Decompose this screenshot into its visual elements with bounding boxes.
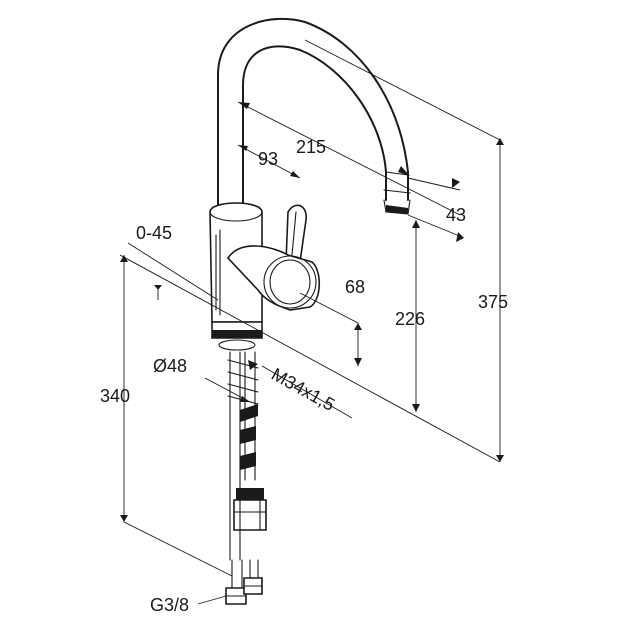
label-lever-offset: 93 xyxy=(258,149,278,169)
spout-inner xyxy=(242,45,387,206)
spout-outer xyxy=(217,17,409,206)
hose-ends xyxy=(231,559,259,599)
label-total-height: 375 xyxy=(478,292,508,312)
label-spout-outlet-height: 226 xyxy=(395,309,425,329)
mixing-lever xyxy=(285,204,307,263)
label-shank-thread: M34x1,5 xyxy=(268,364,338,415)
dimension-lines xyxy=(119,39,504,605)
label-below-deck-length: 340 xyxy=(100,386,130,406)
label-aerator-length: 43 xyxy=(446,205,466,225)
label-spout-reach: 215 xyxy=(296,137,326,157)
label-body-height: 68 xyxy=(345,277,365,297)
label-lever-swivel: 0-45 xyxy=(136,223,172,243)
faucet-outline xyxy=(209,17,411,605)
lever-housing xyxy=(226,245,321,311)
fixing-nut xyxy=(233,499,267,531)
label-base-diameter: Ø48 xyxy=(153,356,187,376)
label-hose-connection: G3/8 xyxy=(150,595,189,615)
